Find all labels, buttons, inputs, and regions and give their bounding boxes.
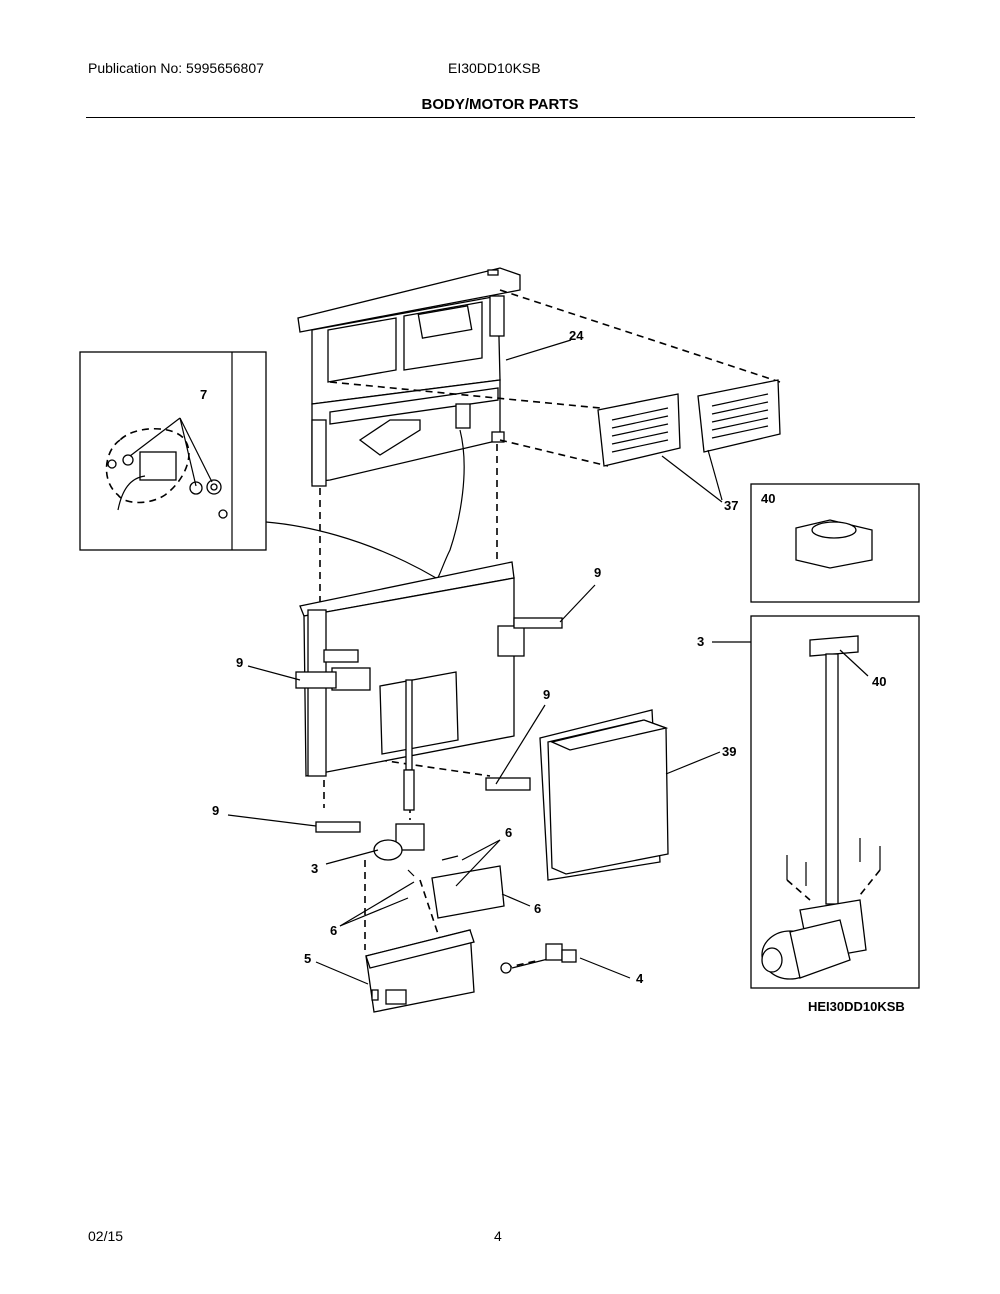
callout-3-inset: 3 [697, 634, 704, 649]
header-rule [86, 117, 915, 118]
callout-3: 3 [311, 861, 318, 876]
body-top-assembly [297, 267, 521, 586]
detail-inset-motor [712, 615, 920, 989]
callout-6-b: 6 [534, 901, 541, 916]
callout-24: 24 [569, 328, 584, 343]
callout-7: 7 [200, 387, 207, 402]
motor-and-controls [365, 823, 577, 1013]
callout-9-c: 9 [543, 687, 550, 702]
callout-39: 39 [722, 744, 736, 759]
callout-5: 5 [304, 951, 311, 966]
publication-number: Publication No: 5995656807 [88, 60, 264, 76]
detail-inset-40 [750, 483, 920, 603]
callout-40-inset: 40 [872, 674, 886, 689]
model-number: EI30DD10KSB [448, 60, 541, 76]
publication-date: 02/15 [88, 1228, 124, 1244]
callout-9-b: 9 [236, 655, 243, 670]
leader-lines [227, 339, 869, 985]
callout-9-a: 9 [594, 565, 601, 580]
callout-labels: 7 24 37 40 9 3 40 9 9 39 9 6 3 6 6 5 4 H… [200, 328, 905, 1014]
blower-housing [539, 709, 669, 881]
callout-40-box: 40 [761, 491, 775, 506]
grease-filters [597, 379, 781, 467]
callout-4: 4 [636, 971, 644, 986]
main-chassis [295, 561, 563, 833]
callout-6-c: 6 [330, 923, 337, 938]
callout-37: 37 [724, 498, 738, 513]
detail-inset-hinge [79, 351, 267, 551]
page-number: 4 [494, 1228, 502, 1244]
callout-9-d: 9 [212, 803, 219, 818]
variant-model-label: HEI30DD10KSB [808, 999, 905, 1014]
page-title: BODY/MOTOR PARTS [421, 96, 579, 113]
callout-6-a: 6 [505, 825, 512, 840]
